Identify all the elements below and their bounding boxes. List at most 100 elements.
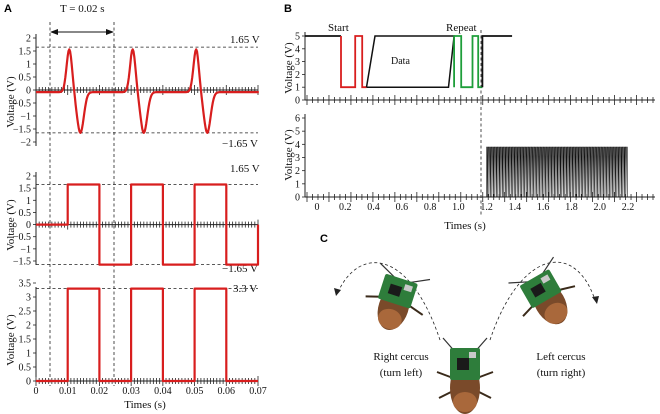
a-xtick-label-2: 0.02: [91, 386, 109, 397]
b-bottom-ytick-label-1: 1: [295, 179, 300, 190]
b-xlabel: Times (s): [444, 220, 486, 232]
a-mid-ytick-label-5: −0.5: [13, 232, 31, 243]
b-xtick-label-7: 1.4: [509, 202, 522, 213]
a-bottom-ytick-label-3: 1.5: [19, 335, 32, 346]
a-mid-min-label: −1.65 V: [222, 263, 258, 275]
b-bottom-ytick-label-3: 3: [295, 153, 300, 164]
b-top-tail: [481, 35, 513, 88]
b-start-label: Start: [328, 22, 349, 34]
b-bottom-ytick-label-4: 4: [295, 140, 300, 151]
b-bottom-ytick-label-0: 0: [295, 193, 300, 204]
b-xtick-label-0: 0: [315, 202, 320, 213]
b-top-ytick-label-3: 3: [295, 57, 300, 68]
a-top-ytick-label-7: −1.5: [13, 125, 31, 136]
a-bottom-ytick-label-5: 2.5: [19, 307, 32, 318]
a-top-ytick-label-2: 1: [26, 60, 31, 71]
a-period-label: T = 0.02 s: [60, 3, 105, 15]
b-xtick-label-8: 1.6: [537, 202, 550, 213]
panel-label-a: A: [4, 3, 12, 15]
a-mid-ytick-label-0: 2: [26, 172, 31, 183]
b-data-label: Data: [391, 56, 410, 67]
panel-label-c: C: [320, 233, 328, 245]
a-top-max-label: 1.65 V: [230, 34, 260, 46]
a-bottom-ytick-label-1: 0.5: [19, 363, 32, 374]
b-bottom-ylabel: Voltage (V): [283, 129, 295, 181]
a-mid-waveform: [36, 183, 260, 266]
b-bottom-ytick-label-2: 2: [295, 166, 300, 177]
b-top-ylabel: Voltage (V): [283, 42, 295, 94]
b-top-ytick-label-2: 2: [295, 70, 300, 81]
b-xtick-label-2: 0.4: [367, 202, 380, 213]
a-mid-ytick-label-7: −1.5: [13, 257, 31, 268]
left-cercus-turn-label: (turn right): [537, 367, 586, 379]
a-top-waveform: [35, 48, 260, 134]
a-top-ytick-label-3: 0.5: [19, 73, 32, 84]
period-arrow: [50, 29, 114, 35]
chart-marks: 21.510.50−0.5−1−1.5−221.510.50−0.5−1−1.5…: [13, 32, 655, 397]
a-mid-ytick-label-1: 1.5: [19, 184, 32, 195]
b-top-repeat-segment: [453, 35, 483, 89]
turn-right-arrowhead: [592, 296, 599, 304]
a-xtick-label-4: 0.04: [154, 386, 172, 397]
a-mid-ytick-label-3: 0.5: [19, 208, 32, 219]
b-top-start-segment: [340, 35, 367, 89]
a-xtick-label-3: 0.03: [122, 386, 140, 397]
a-top-ytick-label-0: 2: [26, 34, 31, 45]
b-xtick-label-5: 1.0: [452, 202, 465, 213]
right-cercus-label: Right cercus: [373, 351, 428, 363]
a-bottom-ylabel: Voltage (V): [5, 314, 17, 366]
cockroach-right: [508, 256, 576, 325]
a-top-ytick-label-6: −1: [20, 112, 31, 123]
b-top-ytick-label-0: 0: [295, 96, 300, 107]
a-top-ytick-label-5: −0.5: [13, 99, 31, 110]
b-bottom-ytick-label-5: 5: [295, 127, 300, 138]
panel-a: Voltage (V) Voltage (V) Voltage (V) Time…: [5, 3, 260, 411]
a-xtick-label-0: 0: [34, 386, 39, 397]
a-xtick-label-1: 0.01: [59, 386, 77, 397]
a-top-ytick-label-8: −2: [20, 138, 31, 149]
b-xtick-label-9: 1.8: [565, 202, 578, 213]
a-xtick-label-7: 0.07: [249, 386, 267, 397]
cockroach-left: [365, 263, 431, 330]
turn-left-arrowhead: [334, 288, 341, 296]
a-xtick-label-5: 0.05: [186, 386, 204, 397]
panel-b: Voltage (V) Voltage (V) Times (s) Start …: [283, 22, 486, 232]
a-bottom-ytick-label-4: 2: [26, 321, 31, 332]
panel-c: Right cercus (turn left) Left cercus (tu…: [334, 256, 599, 414]
a-mid-ylabel: Voltage (V): [5, 199, 17, 251]
left-cercus-label: Left cercus: [536, 351, 585, 363]
a-bottom-ytick-label-6: 3: [26, 293, 31, 304]
a-bottom-ytick-label-0: 0: [26, 377, 31, 388]
a-top-ylabel: Voltage (V): [5, 76, 17, 128]
b-top-ytick-label-1: 1: [295, 83, 300, 94]
b-xtick-label-10: 2.0: [593, 202, 606, 213]
a-mid-ytick-label-4: 0: [26, 220, 31, 231]
a-xlabel: Times (s): [124, 399, 166, 411]
b-top-data-segment: [365, 35, 455, 88]
a-mid-max-label: 1.65 V: [230, 163, 260, 175]
a-top-ytick-label-4: 0: [26, 86, 31, 97]
a-bottom-ytick-label-7: 3.5: [19, 279, 32, 290]
b-bottom-pulse-train: [486, 146, 628, 198]
a-top-ytick-label-1: 1.5: [19, 47, 32, 58]
b-xtick-label-3: 0.6: [396, 202, 409, 213]
b-xtick-label-4: 0.8: [424, 202, 437, 213]
b-bottom-ytick-label-6: 6: [295, 114, 300, 125]
a-mid-ytick-label-6: −1: [20, 244, 31, 255]
right-cercus-turn-label: (turn left): [380, 367, 423, 379]
a-xtick-label-6: 0.06: [218, 386, 236, 397]
cockroach-center: [436, 337, 494, 414]
turn-left-arc: [337, 262, 441, 341]
a-bottom-waveform: [36, 287, 258, 383]
turn-right-arc: [489, 261, 596, 341]
a-top-min-label: −1.65 V: [222, 138, 258, 150]
b-top-ytick-label-5: 5: [295, 32, 300, 43]
b-repeat-label: Repeat: [446, 22, 477, 34]
a-mid-ytick-label-2: 1: [26, 196, 31, 207]
b-top-ytick-label-4: 4: [295, 44, 300, 55]
b-xtick-label-6: 1.2: [480, 202, 493, 213]
a-bottom-ytick-label-2: 1: [26, 349, 31, 360]
panel-label-b: B: [284, 3, 292, 15]
b-xtick-label-1: 0.2: [339, 202, 352, 213]
